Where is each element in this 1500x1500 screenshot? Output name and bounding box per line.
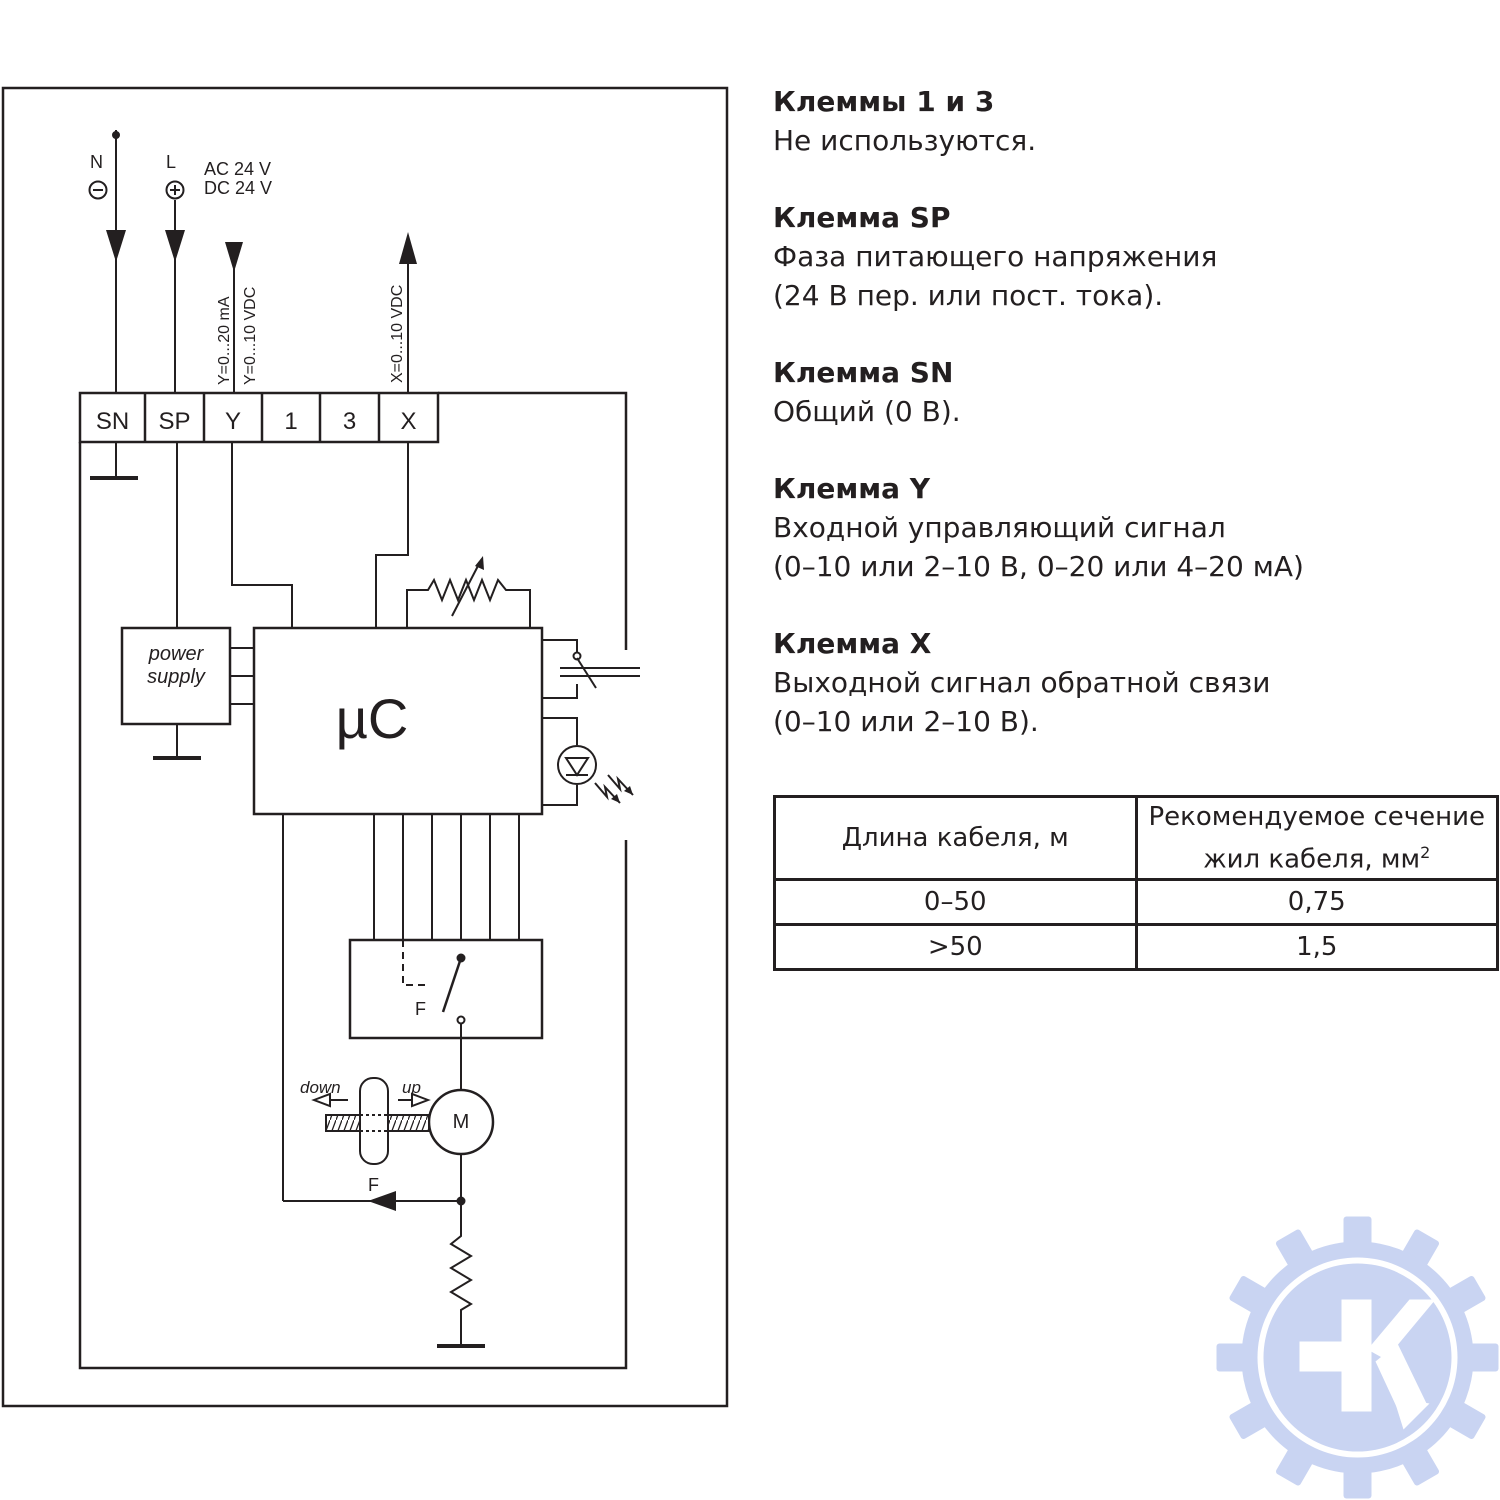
terminal-text: Входной управляющий сигнал (0–10 или 2–1… [773,511,1304,583]
x-arrow-icon [399,232,417,264]
terminal-text: Не используются. [773,124,1037,157]
terminal-3: 3 [343,408,356,435]
power-supply-label-line2: supply [147,666,206,688]
plus-icon [165,180,185,200]
up-label: up [402,1078,421,1097]
n-arrow-icon [106,230,126,262]
diagram-frame [1,86,729,1408]
table-row: 0–50 0,75 [773,878,1499,926]
cell-section: 0,75 [1134,878,1499,926]
table-row: >50 1,5 [773,923,1499,971]
limit-switch-block [348,938,544,1040]
valve-spindle-icon [359,1077,389,1165]
terminal-description: Клеммы 1 и 3 Не используются. [773,82,1493,160]
cell-length: >50 [773,923,1138,971]
x-vdc-label: X=0...10 VDC [389,285,406,383]
terminal-block [78,391,440,444]
y-ma-label: Y=0...20 mA [216,296,233,385]
terminal-title: Клемма Y [773,472,931,505]
n-label: N [90,152,103,172]
l-label: L [166,152,176,172]
cable-section-table: Длина кабеля, м Рекомендуемое сечение жи… [773,795,1499,971]
ac-voltage-label: AC 24 V [204,159,271,179]
minus-icon [88,180,108,200]
terminal-description: Клемма X Выходной сигнал обратной связи … [773,624,1493,741]
l-arrow-icon [165,230,185,262]
header-section-sup: 2 [1420,842,1431,862]
header-cable-length: Длина кабеля, м [773,795,1138,881]
up-arrow-icon [411,1092,431,1108]
cell-section: 1,5 [1134,923,1499,971]
down-label: down [300,1078,341,1097]
terminal-text: Выходной сигнал обратной связи (0–10 или… [773,666,1271,738]
power-supply-label-line1: power [148,643,205,665]
led-icon [557,745,597,785]
microcontroller-label: µC [336,687,409,750]
switch-f-label: F [415,999,426,1019]
motor-label: M [453,1111,470,1133]
wiring-diagram: N L AC 24 V DC 24 V Y=0...20 mA Y=0...10… [1,86,729,1408]
terminal-title: Клемма SP [773,201,951,234]
terminal-descriptions: Клеммы 1 и 3 Не используются. Клемма SP … [773,82,1493,779]
gear-logo-icon [1216,1216,1499,1499]
potentiometer-icon [451,561,481,617]
terminal-title: Клемма SN [773,356,954,389]
terminal-y: Y [225,408,241,435]
y-arrow-icon [225,242,243,272]
terminal-description: Клемма SN Общий (0 В). [773,353,1493,431]
spindle-f-label: F [368,1175,379,1195]
header-section-line2: жил кабеля, мм [1203,844,1421,875]
terminal-description: Клемма SP Фаза питающего напряжения (24 … [773,198,1493,315]
terminal-x: X [400,408,416,435]
switch-icon [576,657,597,689]
terminal-text: Общий (0 В). [773,395,961,428]
cell-length: 0–50 [773,878,1138,926]
device-housing [78,391,628,1370]
terminal-sn: SN [96,408,129,435]
terminal-title: Клеммы 1 и 3 [773,85,995,118]
microcontroller-box [252,626,544,816]
terminal-description: Клемма Y Входной управляющий сигнал (0–1… [773,469,1493,586]
terminal-text: Фаза питающего напряжения (24 В пер. или… [773,240,1218,312]
header-section-line1: Рекомендуемое сечение [1148,801,1486,832]
feedback-arrow-icon [368,1191,396,1211]
resistor-icon [449,1230,473,1346]
header-cable-section: Рекомендуемое сечение жил кабеля, мм2 [1134,795,1499,881]
terminal-title: Клемма X [773,627,932,660]
y-vdc-label: Y=0...10 VDC [242,287,259,385]
table-header-row: Длина кабеля, м Рекомендуемое сечение жи… [773,795,1499,881]
down-arrow-icon [311,1092,331,1108]
terminal-1: 1 [284,408,297,435]
dc-voltage-label: DC 24 V [204,178,272,198]
terminal-sp: SP [158,408,190,435]
